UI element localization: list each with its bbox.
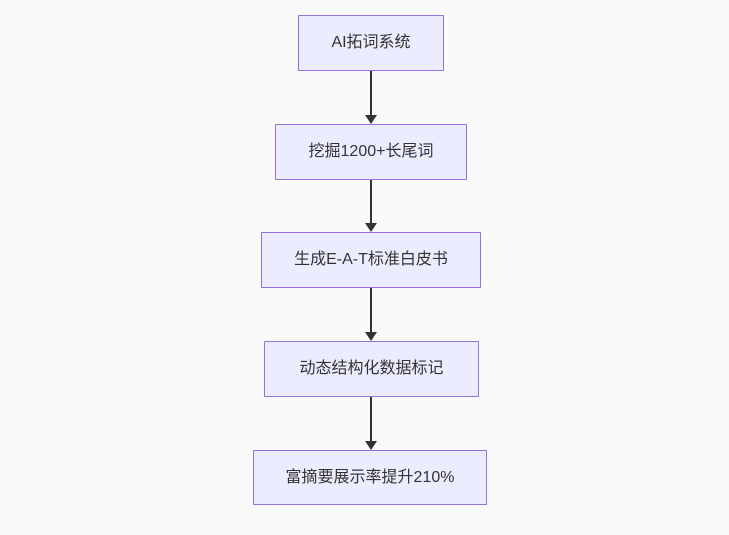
flow-edge-1-2	[365, 71, 377, 124]
edge-line	[370, 397, 372, 443]
flow-node-label: 生成E-A-T标准白皮书	[294, 251, 448, 269]
edge-line	[370, 71, 372, 117]
flow-node-label: AI拓词系统	[331, 34, 411, 52]
flow-edge-4-5	[365, 397, 377, 450]
flow-node-eat-whitepaper: 生成E-A-T标准白皮书	[261, 232, 481, 288]
arrow-down-icon	[365, 223, 377, 232]
flow-node-ai-keyword-system: AI拓词系统	[298, 15, 444, 71]
arrow-down-icon	[365, 332, 377, 341]
flow-edge-3-4	[365, 288, 377, 341]
arrow-down-icon	[365, 441, 377, 450]
flow-node-rich-snippet-result: 富摘要展示率提升210%	[253, 450, 487, 505]
edge-line	[370, 288, 372, 334]
flow-node-label: 挖掘1200+长尾词	[308, 143, 434, 161]
flow-node-label: 富摘要展示率提升210%	[285, 468, 455, 486]
flow-edge-2-3	[365, 180, 377, 232]
flow-node-longtail-mining: 挖掘1200+长尾词	[275, 124, 467, 180]
arrow-down-icon	[365, 115, 377, 124]
flow-node-label: 动态结构化数据标记	[299, 360, 444, 378]
edge-line	[370, 180, 372, 225]
flow-node-structured-data-markup: 动态结构化数据标记	[264, 341, 479, 397]
